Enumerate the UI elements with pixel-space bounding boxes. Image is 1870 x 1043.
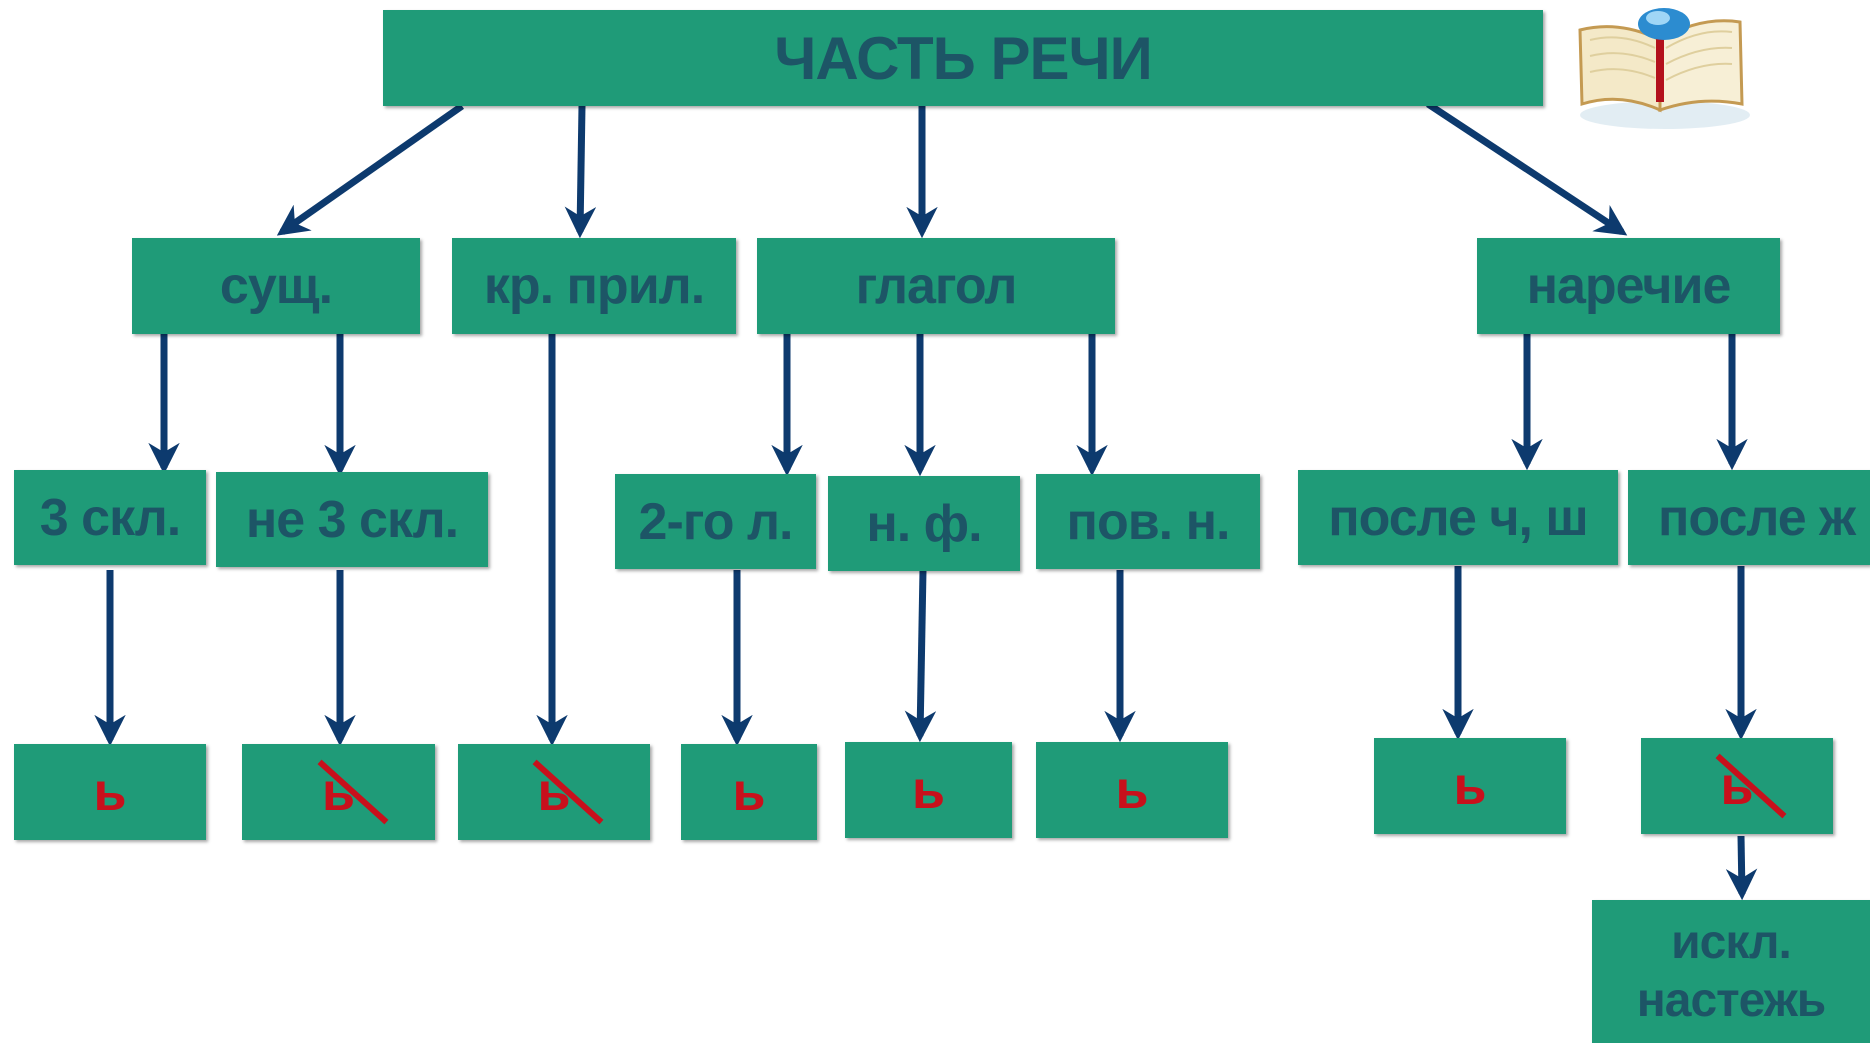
node-after-ch-sh: после ч, ш bbox=[1298, 470, 1618, 565]
exception-line2: настежь bbox=[1636, 973, 1826, 1027]
short-adjective-label: кр. прил. bbox=[483, 257, 705, 315]
result-decl3: ь bbox=[14, 744, 206, 840]
infinitive-label: н. ф. bbox=[866, 494, 982, 553]
verb-label: глагол bbox=[855, 257, 1018, 315]
root-label: ЧАСТЬ РЕЧИ bbox=[774, 24, 1153, 92]
after-ch-sh-label: после ч, ш bbox=[1328, 488, 1589, 547]
soft-sign: ь bbox=[1453, 756, 1487, 816]
node-second-person: 2-го л. bbox=[615, 474, 816, 569]
decl3-label: 3 скл. bbox=[39, 488, 181, 547]
node-adverb: наречие bbox=[1477, 238, 1780, 334]
node-verb: глагол bbox=[757, 238, 1115, 334]
soft-sign: ь bbox=[1115, 760, 1149, 820]
node-decl3: 3 скл. bbox=[14, 470, 206, 565]
soft-sign: ь bbox=[732, 762, 766, 822]
result-infinitive: ь bbox=[845, 742, 1012, 838]
soft-sign: ь bbox=[911, 760, 946, 820]
second-person-label: 2-го л. bbox=[638, 492, 794, 551]
soft-sign: ь bbox=[93, 762, 127, 822]
noun-label: сущ. bbox=[219, 257, 333, 315]
arrow-root-shortadj bbox=[564, 105, 597, 239]
result-short-adjective: ь bbox=[458, 744, 650, 840]
result-not-decl3: ь bbox=[242, 744, 435, 840]
open-book-icon bbox=[1578, 8, 1750, 129]
arrow-inf-result bbox=[904, 569, 937, 743]
arrow-zh-exception bbox=[1725, 835, 1758, 901]
arrow-root-adverb bbox=[1426, 101, 1628, 236]
result-imperative: ь bbox=[1036, 742, 1228, 838]
result-after-ch-sh: ь bbox=[1374, 738, 1566, 834]
soft-sign-crossed: ь bbox=[1715, 753, 1787, 819]
root-node: ЧАСТЬ РЕЧИ bbox=[383, 10, 1543, 106]
imperative-label: пов. н. bbox=[1066, 492, 1231, 551]
result-after-zh: ь bbox=[1641, 738, 1833, 834]
node-short-adjective: кр. прил. bbox=[452, 238, 736, 334]
after-zh-label: после ж bbox=[1658, 488, 1856, 547]
not-decl3-label: не 3 скл. bbox=[245, 490, 459, 549]
node-after-zh: после ж bbox=[1628, 470, 1870, 565]
node-exception: искл. настежь bbox=[1592, 900, 1870, 1043]
node-infinitive: н. ф. bbox=[828, 476, 1020, 571]
node-not-decl3: не 3 скл. bbox=[216, 472, 488, 567]
node-imperative: пов. н. bbox=[1036, 474, 1260, 569]
arrow-root-noun bbox=[276, 103, 465, 236]
adverb-label: наречие bbox=[1526, 257, 1732, 315]
soft-sign-crossed: ь bbox=[317, 759, 389, 825]
node-noun: сущ. bbox=[132, 238, 420, 334]
exception-line1: искл. bbox=[1671, 915, 1792, 969]
soft-sign-crossed: ь bbox=[532, 759, 604, 825]
result-second-person: ь bbox=[681, 744, 817, 840]
